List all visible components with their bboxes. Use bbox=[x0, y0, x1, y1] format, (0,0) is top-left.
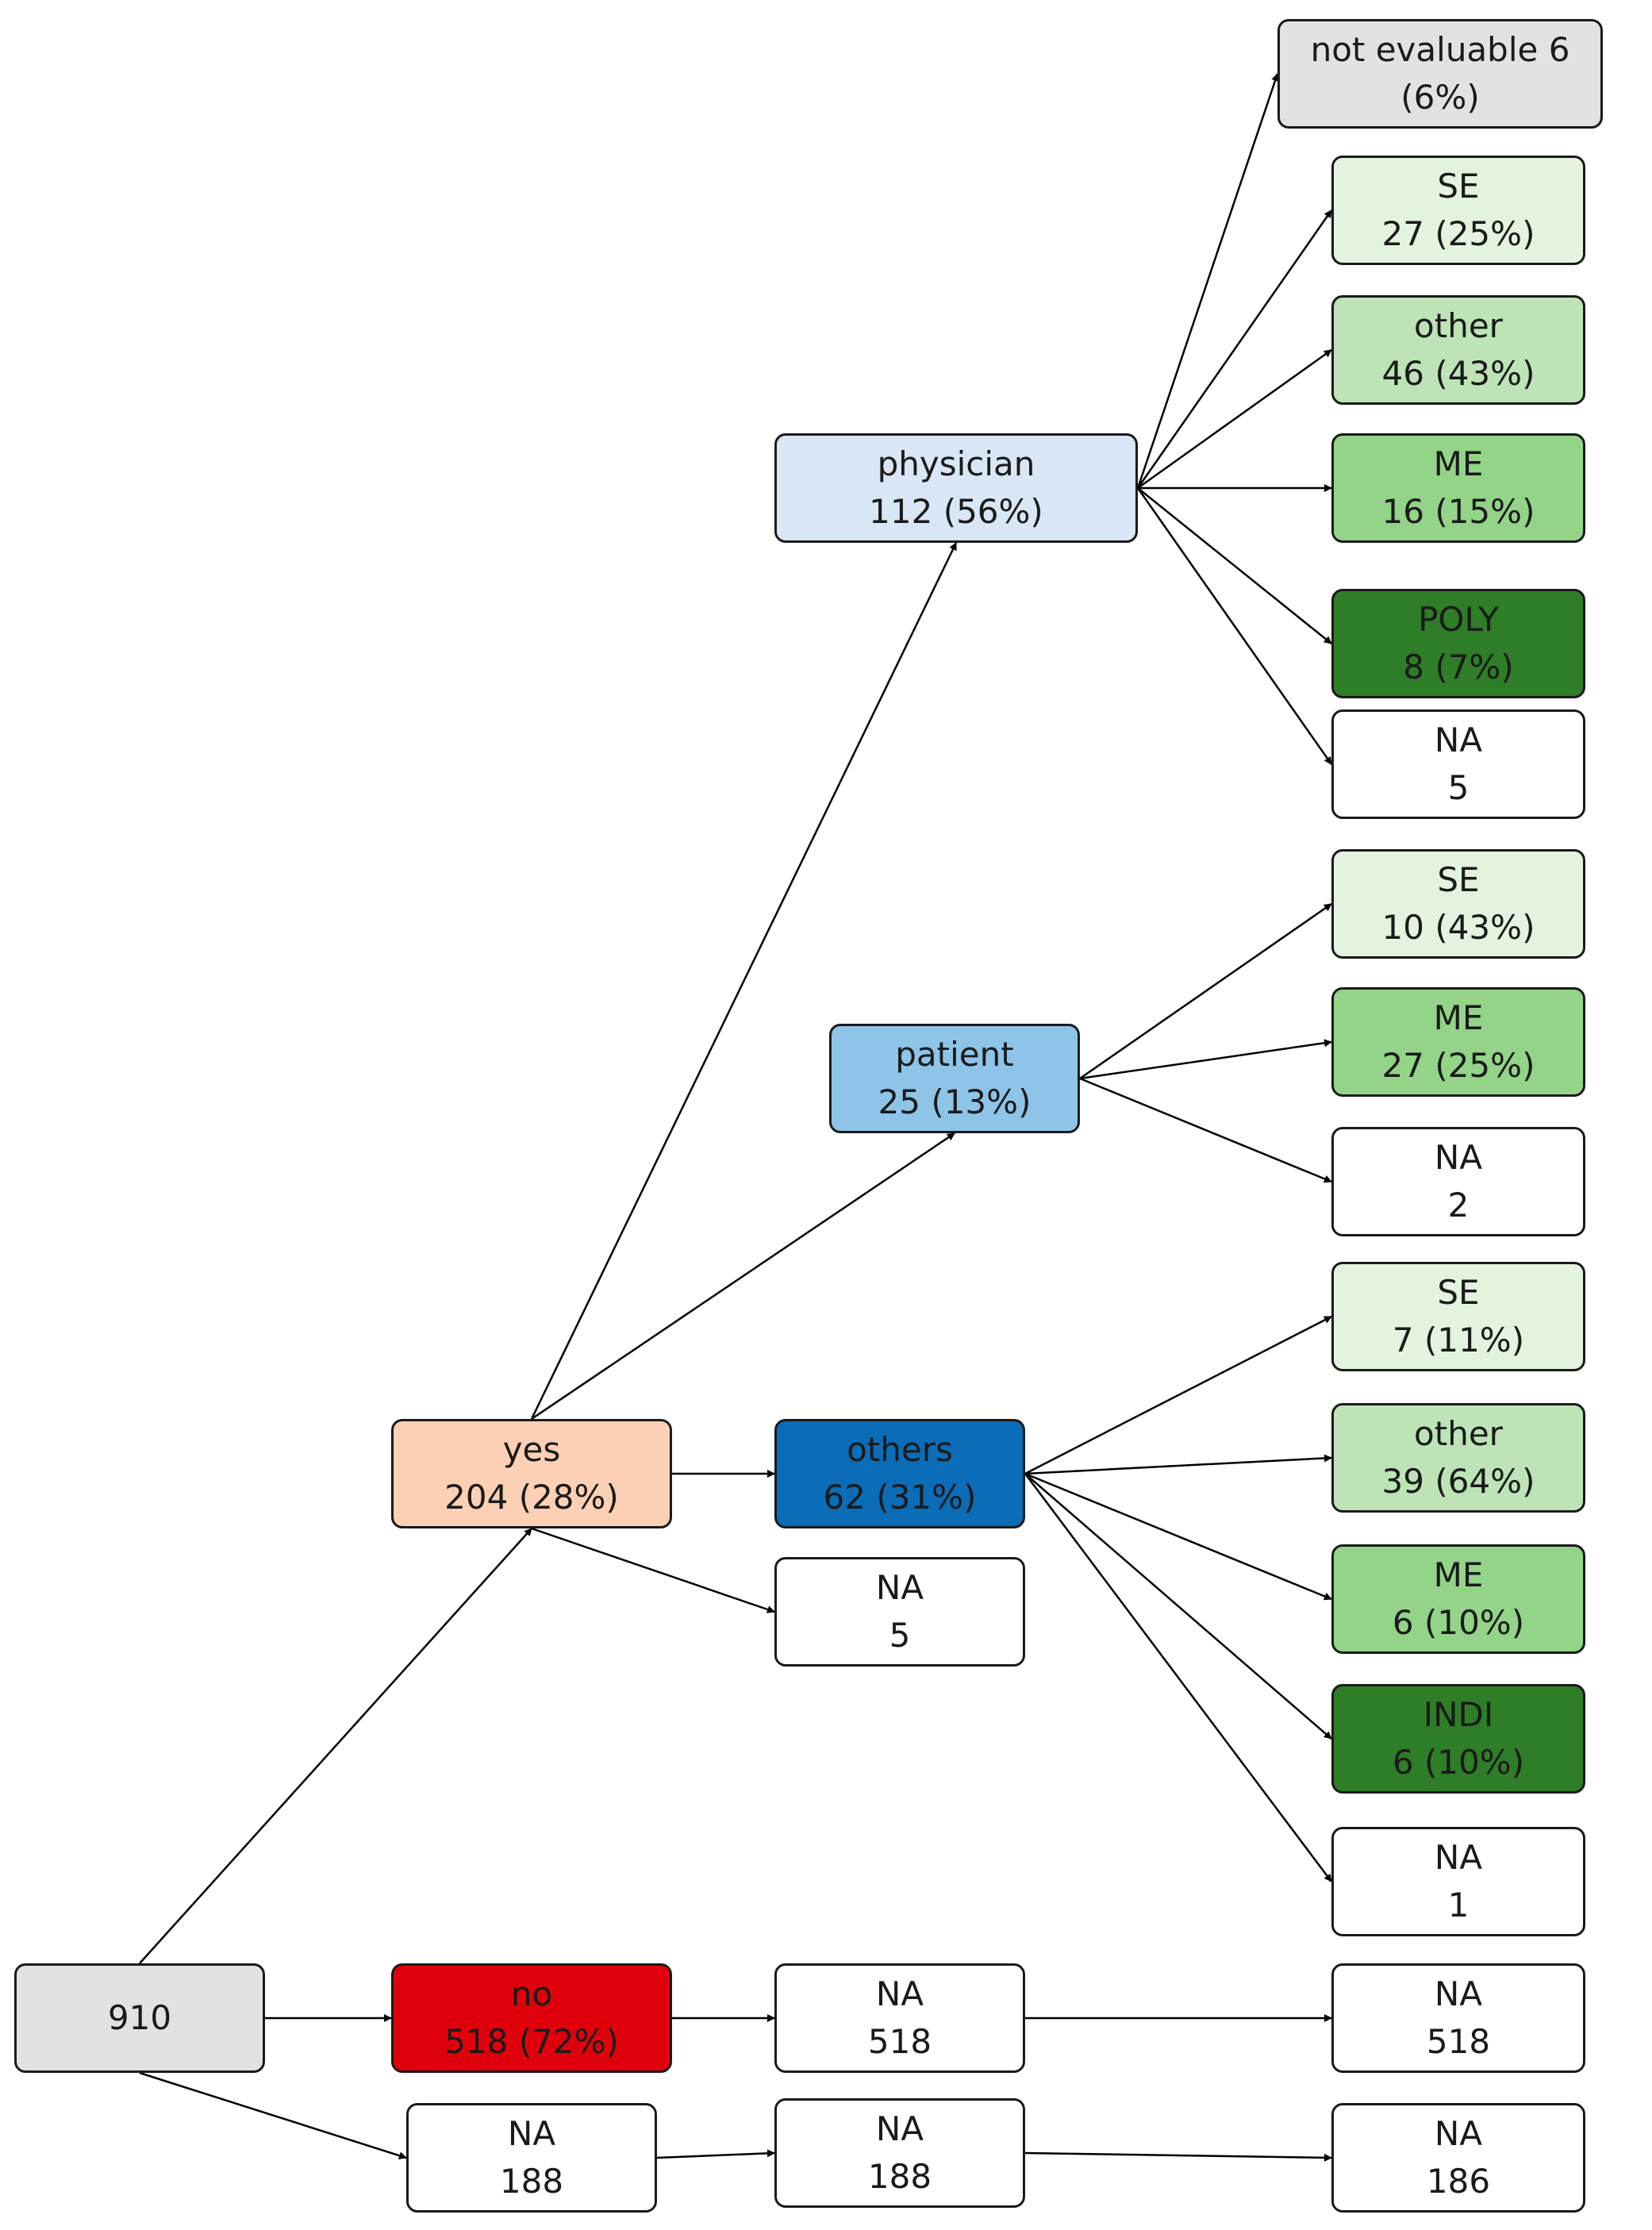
node-label: SE bbox=[1437, 1273, 1480, 1312]
node-value: 46 (43%) bbox=[1381, 354, 1535, 393]
yes-node: yes 204 (28%) bbox=[391, 1419, 672, 1528]
node-label: NA bbox=[1434, 1838, 1483, 1877]
others-se-node: SE 7 (11%) bbox=[1331, 1262, 1585, 1371]
edge-root-to-na_root bbox=[139, 2071, 407, 2160]
node-label: others bbox=[847, 1430, 953, 1469]
physician-na-node: NA 5 bbox=[1331, 709, 1585, 819]
root-total-node: 910 bbox=[14, 1963, 265, 2073]
node-value: 62 (31%) bbox=[823, 1478, 977, 1517]
node-value: 27 (25%) bbox=[1381, 214, 1535, 253]
node-value: 7 (11%) bbox=[1392, 1321, 1525, 1359]
edge-others-to-oth_me bbox=[1024, 1472, 1332, 1601]
node-label: SE bbox=[1437, 167, 1480, 206]
node-label: patient bbox=[895, 1035, 1014, 1074]
na-na-final-node: NA 186 bbox=[1331, 2103, 1585, 2213]
node-label: NA bbox=[1434, 1974, 1483, 2013]
node-label: physician bbox=[877, 444, 1035, 483]
edge-na_root-to-na_na bbox=[656, 2149, 775, 2159]
node-value: 204 (28%) bbox=[444, 1478, 619, 1517]
node-value: 25 (13%) bbox=[878, 1082, 1032, 1121]
node-label: NA bbox=[507, 2114, 556, 2153]
node-label: NA bbox=[875, 2109, 924, 2148]
edge-patient-to-pat_me bbox=[1079, 1039, 1332, 1080]
others-indi-node: INDI 6 (10%) bbox=[1331, 1684, 1585, 1794]
node-value: 186 bbox=[1426, 2162, 1491, 2201]
edge-patient-to-pat_na bbox=[1079, 1077, 1332, 1183]
node-label: ME bbox=[1433, 998, 1484, 1037]
edge-yes-to-physician bbox=[530, 542, 958, 1420]
node-value: 39 (64%) bbox=[1381, 1462, 1535, 1501]
physician-se-node: SE 27 (25%) bbox=[1331, 156, 1585, 265]
others-node: others 62 (31%) bbox=[774, 1419, 1025, 1528]
edge-others-to-oth_na bbox=[1024, 1473, 1332, 1882]
node-label: INDI bbox=[1423, 1695, 1494, 1734]
physician-poly-node: POLY 8 (7%) bbox=[1331, 589, 1585, 698]
node-label: other bbox=[1414, 1414, 1503, 1453]
physician-node: physician 112 (56%) bbox=[774, 433, 1138, 543]
node-value: 8 (7%) bbox=[1403, 648, 1514, 686]
node-label: SE bbox=[1437, 860, 1480, 899]
node-value: 10 (43%) bbox=[1381, 908, 1535, 947]
edge-physician-to-phys_poly bbox=[1137, 487, 1332, 644]
node-value: 518 bbox=[867, 2022, 932, 2061]
node-value: 2 bbox=[1447, 1186, 1470, 1225]
node-label: POLY bbox=[1418, 600, 1499, 639]
node-value: 518 bbox=[1426, 2022, 1491, 2061]
node-label: NA bbox=[875, 1974, 924, 2013]
na-no-node: NA 518 bbox=[774, 1963, 1025, 2073]
others-na-node: NA 1 bbox=[1331, 1827, 1585, 1936]
edge-physician-to-phys_se bbox=[1136, 210, 1333, 489]
edge-yes-to-patient bbox=[531, 1132, 955, 1421]
edge-yes-to-na_yes bbox=[531, 1527, 775, 1613]
node-label: not evaluable 6 bbox=[1310, 30, 1570, 69]
na-no-final-node: NA 518 bbox=[1331, 1963, 1585, 2073]
node-value: 112 (56%) bbox=[869, 492, 1043, 531]
node-value: (6%) bbox=[1400, 78, 1480, 117]
node-value: 518 (72%) bbox=[444, 2022, 619, 2061]
no-node: no 518 (72%) bbox=[391, 1963, 672, 2073]
node-label: NA bbox=[875, 1568, 924, 1607]
patient-node: patient 25 (13%) bbox=[829, 1024, 1080, 1133]
edge-na_na-to-na_na_2 bbox=[1024, 2151, 1332, 2162]
edge-physician-to-phys_na bbox=[1136, 487, 1333, 765]
physician-other-node: other 46 (43%) bbox=[1331, 295, 1585, 405]
node-value: 6 (10%) bbox=[1392, 1603, 1525, 1642]
na-na-node: NA 188 bbox=[774, 2098, 1025, 2208]
root-total-label: 910 bbox=[107, 1998, 172, 2037]
node-value: 1 bbox=[1447, 1886, 1470, 1924]
node-value: 5 bbox=[889, 1616, 911, 1655]
edge-others-to-oth_se bbox=[1024, 1315, 1332, 1475]
edge-physician-to-phys_other bbox=[1137, 348, 1332, 490]
node-label: NA bbox=[1434, 2114, 1483, 2153]
physician-not-evaluable-node: not evaluable 6 (6%) bbox=[1277, 19, 1603, 129]
patient-me-node: ME 27 (25%) bbox=[1331, 987, 1585, 1097]
node-value: 5 bbox=[1447, 768, 1470, 807]
edge-root-to-yes bbox=[139, 1528, 532, 1964]
node-label: no bbox=[510, 1974, 553, 2013]
na-yes-node: NA 5 bbox=[774, 1557, 1025, 1667]
node-label: ME bbox=[1433, 1555, 1484, 1594]
node-value: 27 (25%) bbox=[1381, 1046, 1535, 1085]
node-value: 188 bbox=[867, 2157, 932, 2196]
node-value: 6 (10%) bbox=[1392, 1743, 1525, 1782]
edge-others-to-oth_indi bbox=[1024, 1473, 1332, 1740]
patient-na-node: NA 2 bbox=[1331, 1127, 1585, 1236]
node-value: 16 (15%) bbox=[1381, 492, 1535, 531]
edge-others-to-oth_other bbox=[1024, 1454, 1332, 1475]
node-label: other bbox=[1414, 306, 1503, 345]
physician-me-node: ME 16 (15%) bbox=[1331, 433, 1585, 543]
node-label: ME bbox=[1433, 444, 1484, 483]
na-root-node: NA 188 bbox=[406, 2103, 657, 2213]
node-label: yes bbox=[502, 1430, 561, 1469]
patient-se-node: SE 10 (43%) bbox=[1331, 849, 1585, 959]
others-me-node: ME 6 (10%) bbox=[1331, 1544, 1585, 1654]
node-value: 188 bbox=[499, 2162, 564, 2201]
node-label: NA bbox=[1434, 721, 1483, 759]
others-other-node: other 39 (64%) bbox=[1331, 1403, 1585, 1513]
node-label: NA bbox=[1434, 1138, 1483, 1177]
edge-patient-to-pat_se bbox=[1079, 902, 1332, 1080]
edge-physician-to-phys_not_eval bbox=[1136, 73, 1279, 489]
